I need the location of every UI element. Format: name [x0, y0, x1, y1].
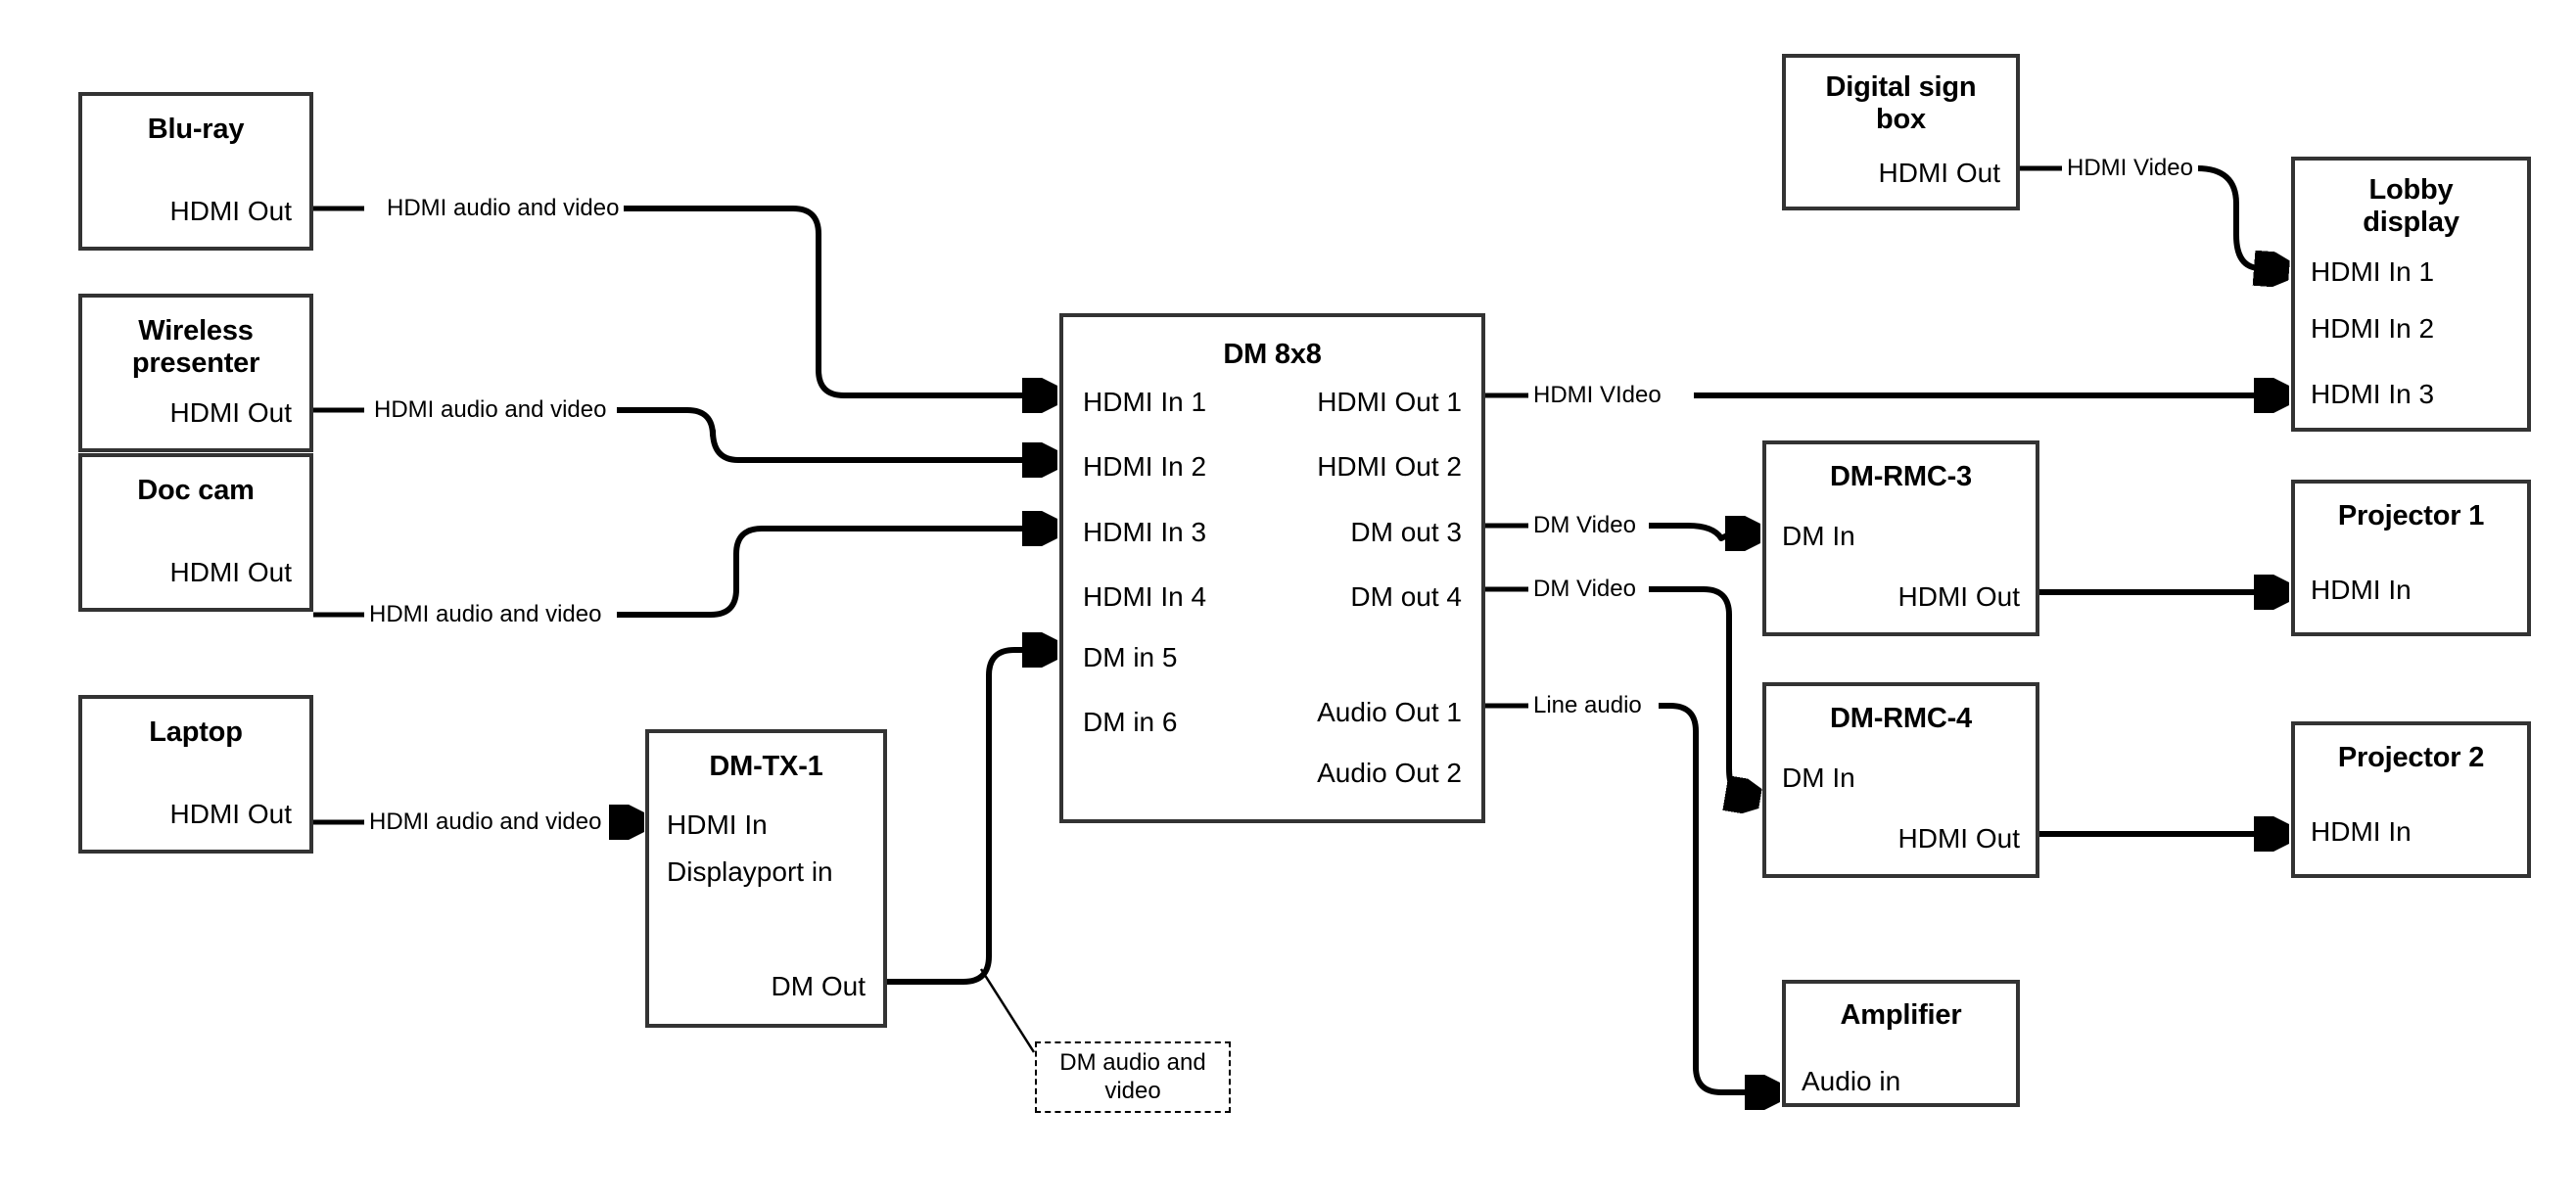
- edge-label-bluray-to-dm-in1: HDMI audio and video: [382, 197, 625, 220]
- node-wireless-presenter-port-hdmi-out: HDMI Out: [169, 397, 292, 428]
- node-dm-8x8-input-dm-in-5: DM in 5: [1083, 642, 1178, 672]
- node-lobby-display-title: Lobby display: [2363, 174, 2459, 239]
- edge-label-dmout4-to-rmc4: DM Video: [1528, 577, 1641, 601]
- node-dm-rmc-4-title: DM-RMC-4: [1830, 703, 1972, 734]
- node-dm-tx-1-port-dm-out: DM Out: [771, 971, 866, 1001]
- node-lobby-display-port-hdmi-in-1: HDMI In 1: [2311, 256, 2435, 287]
- node-amplifier-port-audio-in: Audio in: [1802, 1066, 1901, 1096]
- node-wireless-presenter[interactable]: Wireless presenter HDMI Out: [78, 294, 313, 452]
- node-bluray[interactable]: Blu-ray HDMI Out: [78, 92, 313, 251]
- node-dm-8x8[interactable]: DM 8x8 HDMI In 1 HDMI In 2 HDMI In 3 HDM…: [1059, 313, 1485, 823]
- wire-audioout1-to-amp: [1659, 703, 1774, 1092]
- node-wireless-presenter-title: Wireless presenter: [131, 315, 260, 380]
- node-doc-cam-port-hdmi-out: HDMI Out: [169, 557, 292, 587]
- node-dm-8x8-output-dm-out-3: DM out 3: [1350, 517, 1462, 547]
- node-dm-8x8-output-audio-out-1: Audio Out 1: [1317, 697, 1462, 727]
- wire-dmout3-to-rmc3: [1649, 526, 1755, 538]
- node-dm-8x8-input-hdmi-in-3: HDMI In 3: [1083, 517, 1207, 547]
- node-dm-8x8-input-dm-in-6: DM in 6: [1083, 707, 1178, 737]
- node-projector-2-port-hdmi-in: HDMI In: [2311, 816, 2412, 847]
- node-dm-tx-1-port-displayport-in: Displayport in: [667, 856, 833, 887]
- node-lobby-display-port-hdmi-in-3: HDMI In 3: [2311, 379, 2435, 409]
- wire-signbox-to-lobby1: [2196, 165, 2283, 270]
- edge-label-hdmiout1-to-lobby3: HDMI VIdeo: [1528, 384, 1666, 407]
- node-dm-8x8-input-hdmi-in-4: HDMI In 4: [1083, 581, 1207, 612]
- node-dm-rmc-3-port-dm-in: DM In: [1782, 521, 1855, 551]
- node-doc-cam[interactable]: Doc cam HDMI Out: [78, 453, 313, 612]
- node-dm-8x8-output-dm-out-4: DM out 4: [1350, 581, 1462, 612]
- node-amplifier[interactable]: Amplifier Audio in: [1782, 980, 2020, 1107]
- node-projector-1-title: Projector 1: [2337, 500, 2485, 531]
- node-bluray-port-hdmi-out: HDMI Out: [169, 196, 292, 226]
- node-dm-rmc-3-port-hdmi-out: HDMI Out: [1897, 581, 2020, 612]
- node-dm-8x8-title: DM 8x8: [1223, 339, 1322, 370]
- node-dm-8x8-output-hdmi-out-2: HDMI Out 2: [1317, 451, 1462, 482]
- node-dm-rmc-4-port-dm-in: DM In: [1782, 762, 1855, 793]
- node-dm-tx-1[interactable]: DM-TX-1 HDMI In Displayport in DM Out: [645, 729, 887, 1028]
- node-digital-sign-box-port-hdmi-out: HDMI Out: [1878, 158, 2000, 188]
- node-projector-1-port-hdmi-in: HDMI In: [2311, 575, 2412, 605]
- node-dm-8x8-input-hdmi-in-1: HDMI In 1: [1083, 387, 1207, 417]
- wire-dmtx1-to-dm-in5: [887, 650, 1052, 985]
- leader-dm-audio-video: [979, 968, 1036, 1053]
- node-digital-sign-box-title: Digital sign box: [1825, 71, 1977, 136]
- node-projector-2-title: Projector 2: [2337, 742, 2485, 773]
- node-projector-1[interactable]: Projector 1 HDMI In: [2291, 480, 2531, 636]
- node-amplifier-title: Amplifier: [1840, 999, 1962, 1031]
- node-lobby-display[interactable]: Lobby display HDMI In 1 HDMI In 2 HDMI I…: [2291, 157, 2531, 432]
- node-dm-rmc-4-port-hdmi-out: HDMI Out: [1897, 823, 2020, 854]
- edge-label-doccam-to-dm-in3: HDMI audio and video: [364, 603, 607, 626]
- node-dm-rmc-4[interactable]: DM-RMC-4 DM In HDMI Out: [1762, 682, 2039, 878]
- node-bluray-title: Blu-ray: [147, 114, 245, 145]
- node-dm-8x8-output-hdmi-out-1: HDMI Out 1: [1317, 387, 1462, 417]
- node-dm-8x8-output-audio-out-2: Audio Out 2: [1317, 758, 1462, 788]
- wire-wireless-to-dm-in2: [617, 407, 1052, 460]
- node-projector-2[interactable]: Projector 2 HDMI In: [2291, 721, 2531, 878]
- node-dm-rmc-3-title: DM-RMC-3: [1830, 461, 1972, 492]
- wire-dmout4-to-rmc4: [1649, 586, 1755, 798]
- wire-bluray-to-dm-in1: [617, 206, 1052, 395]
- node-digital-sign-box[interactable]: Digital sign box HDMI Out: [1782, 54, 2020, 210]
- node-dm-tx-1-port-hdmi-in: HDMI In: [667, 809, 768, 840]
- wire-doccam-to-dm-in3: [617, 529, 1052, 618]
- edge-label-signbox-to-lobby1: HDMI Video: [2062, 157, 2198, 180]
- node-lobby-display-port-hdmi-in-2: HDMI In 2: [2311, 313, 2435, 344]
- node-doc-cam-title: Doc cam: [137, 475, 255, 506]
- node-laptop[interactable]: Laptop HDMI Out: [78, 695, 313, 854]
- edge-label-dmout3-to-rmc3: DM Video: [1528, 514, 1641, 537]
- edge-label-audioout1-to-amp: Line audio: [1528, 694, 1647, 717]
- node-laptop-port-hdmi-out: HDMI Out: [169, 799, 292, 829]
- edge-label-laptop-to-dmtx1: HDMI audio and video: [364, 810, 607, 834]
- node-dm-8x8-input-hdmi-in-2: HDMI In 2: [1083, 451, 1207, 482]
- note-dm-audio-and-video: DM audio and video: [1035, 1041, 1231, 1113]
- node-dm-rmc-3[interactable]: DM-RMC-3 DM In HDMI Out: [1762, 440, 2039, 636]
- edge-label-wireless-to-dm-in2: HDMI audio and video: [369, 398, 612, 422]
- node-laptop-title: Laptop: [149, 716, 243, 748]
- node-dm-tx-1-title: DM-TX-1: [709, 751, 823, 782]
